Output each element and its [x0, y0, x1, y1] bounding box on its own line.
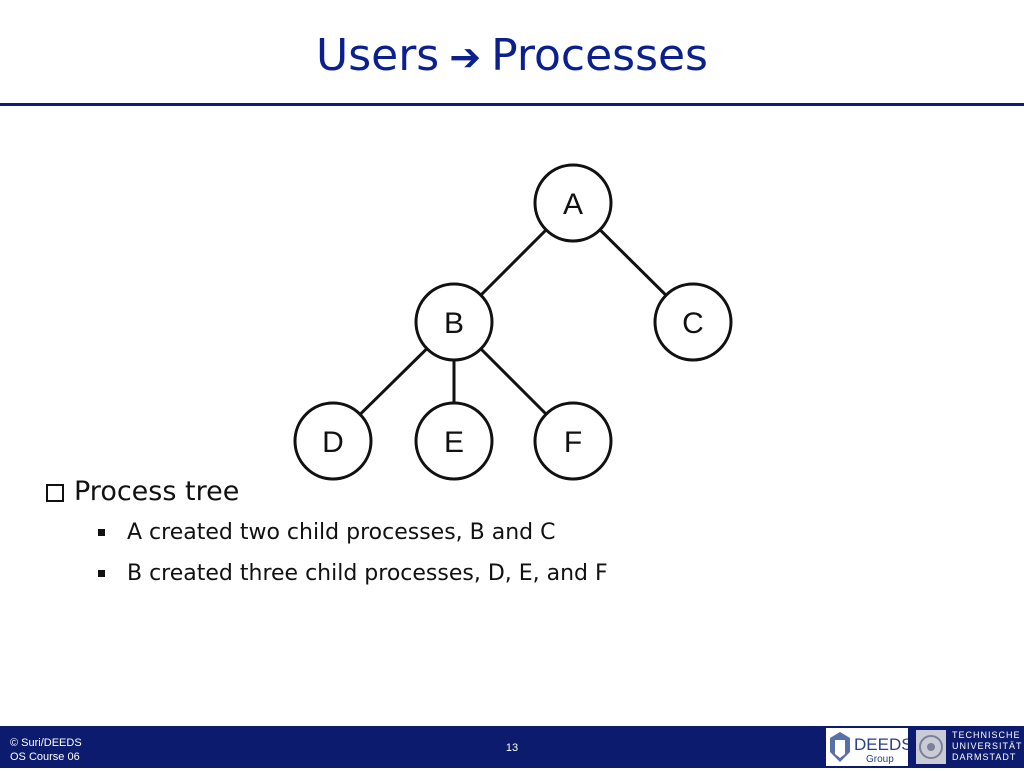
tree-node-label: D	[322, 426, 344, 459]
university-seal-icon	[916, 730, 946, 764]
tree-node-circle	[414, 401, 494, 481]
list-item: A created two child processes, B and C	[98, 512, 608, 553]
bullet-heading-text: Process tree	[74, 476, 240, 507]
square-bullet-icon	[98, 529, 105, 536]
tree-nodes: A B C D E F	[293, 163, 733, 481]
tree-node-circle	[653, 282, 733, 362]
tree-node-circle	[533, 401, 613, 481]
page-number: 13	[505, 742, 519, 754]
tree-node-d: D	[293, 401, 373, 481]
tree-edges	[331, 201, 695, 443]
tree-node-f: F	[533, 401, 613, 481]
tud-line: DARMSTADT	[952, 752, 1017, 762]
course-line: OS Course 06	[10, 751, 80, 763]
title-divider	[0, 103, 1024, 106]
list-item-text: B created three child processes, D, E, a…	[127, 561, 608, 586]
tree-node-label: A	[563, 188, 583, 221]
title-processes: Processes	[491, 30, 708, 81]
tree-node-c: C	[653, 282, 733, 362]
copyright-line: © Suri/DEEDS	[10, 737, 82, 749]
tud-line: TECHNISCHE	[952, 730, 1021, 740]
slide-title: Users➔Processes	[0, 24, 1024, 89]
tree-node-label: F	[564, 426, 582, 459]
deeds-logo-icon: DEEDS Group	[830, 732, 913, 765]
bullet-heading: Process tree	[46, 472, 608, 512]
tu-darmstadt-logo: TECHNISCHE UNIVERSITÄT DARMSTADT	[914, 728, 1023, 766]
deeds-logo-sub: Group	[866, 754, 894, 765]
tree-node-label: E	[444, 426, 464, 459]
bullet-list: Process tree A created two child process…	[46, 472, 608, 594]
tree-node-label: B	[444, 307, 464, 340]
title-users: Users	[316, 30, 440, 81]
deeds-logo-text: DEEDS	[854, 735, 908, 754]
tree-node-circle	[533, 163, 613, 243]
tree-node-b: B	[414, 282, 494, 362]
list-item: B created three child processes, D, E, a…	[98, 553, 608, 594]
tree-node-e: E	[414, 401, 494, 481]
tree-node-a: A	[533, 163, 613, 243]
copyright: © Suri/DEEDS OS Course 06	[10, 736, 82, 764]
list-item-text: A created two child processes, B and C	[127, 520, 556, 545]
tud-wordmark: TECHNISCHE UNIVERSITÄT DARMSTADT	[952, 730, 1023, 763]
checkbox-bullet-icon	[46, 484, 64, 502]
tree-node-circle	[414, 282, 494, 362]
square-bullet-icon	[98, 570, 105, 577]
footer-bar: © Suri/DEEDS OS Course 06 13 DEEDS Group…	[0, 726, 1024, 768]
tree-node-circle	[293, 401, 373, 481]
tree-node-label: C	[682, 307, 704, 340]
arrow-right-icon: ➔	[449, 35, 482, 79]
deeds-logo: DEEDS Group	[826, 728, 913, 766]
tud-line: UNIVERSITÄT	[952, 741, 1023, 751]
